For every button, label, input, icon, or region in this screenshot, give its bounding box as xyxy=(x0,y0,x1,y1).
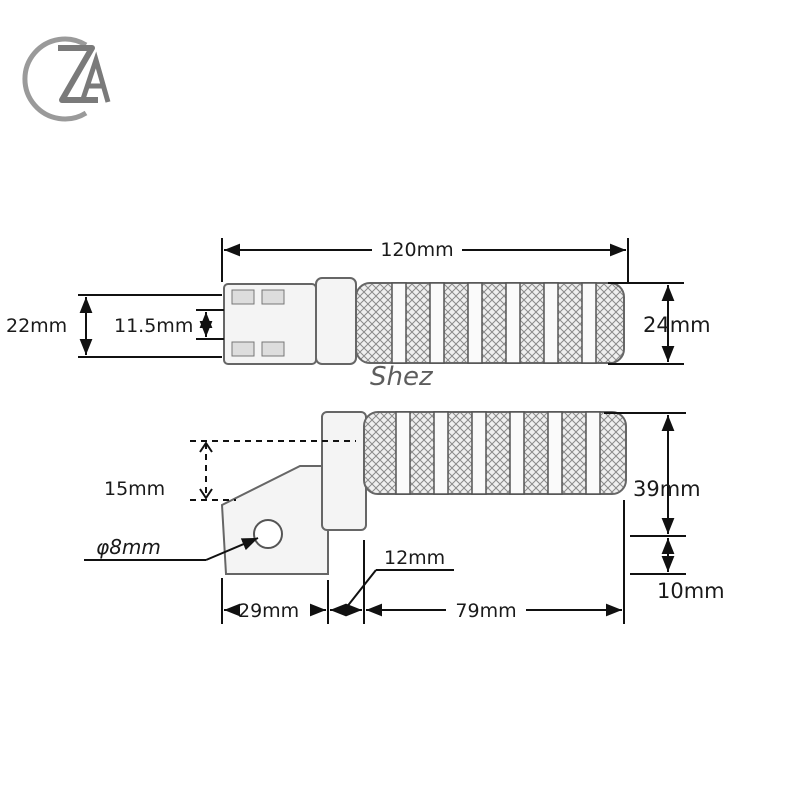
grip-rubber-bands-front xyxy=(395,411,601,495)
logo-arc xyxy=(22,36,88,122)
arrow-15-bottom xyxy=(199,488,213,500)
arrow-15-top xyxy=(199,441,213,453)
logo-a-mark xyxy=(79,51,111,103)
dim-outer-height-left: 22mm xyxy=(6,315,67,337)
leader-phi8 xyxy=(205,537,259,561)
dim-slot-width: 11.5mm xyxy=(114,315,193,337)
mount-stem xyxy=(321,411,367,531)
dim-lower-height: 10mm xyxy=(657,579,725,603)
clevis-tab-bottom-2 xyxy=(261,341,285,357)
dim-mount-drop: 15mm xyxy=(104,478,165,500)
footpeg-top-view: 120mm 22mm 11.5mm 24mm xyxy=(6,238,711,365)
leader-12 xyxy=(345,569,377,609)
grip-rubber-bands xyxy=(391,282,597,364)
pin-hole xyxy=(253,519,283,549)
clevis-tab-top xyxy=(231,289,255,305)
dim-grip-diameter: 24mm xyxy=(643,313,711,337)
logo-z-mark xyxy=(58,45,98,103)
dim-gap: 12mm xyxy=(384,547,445,569)
watermark: Shez xyxy=(370,362,434,392)
mounting-bracket xyxy=(220,465,329,575)
dim-total-length: 120mm xyxy=(380,239,453,261)
dim-pin-hole: φ8mm xyxy=(96,535,161,559)
dim-overall-height: 39mm xyxy=(633,477,701,501)
dim-grip-length: 79mm xyxy=(455,600,516,622)
footpeg-front-view: 15mm 39mm 10mm φ8mm 29mm 12mm 79mm xyxy=(84,411,725,624)
clevis-tab-top-2 xyxy=(261,289,285,305)
brand-logo xyxy=(22,36,111,122)
clevis-tab-bottom xyxy=(231,341,255,357)
collar xyxy=(315,277,357,365)
dim-bracket-length: 29mm xyxy=(238,600,299,622)
